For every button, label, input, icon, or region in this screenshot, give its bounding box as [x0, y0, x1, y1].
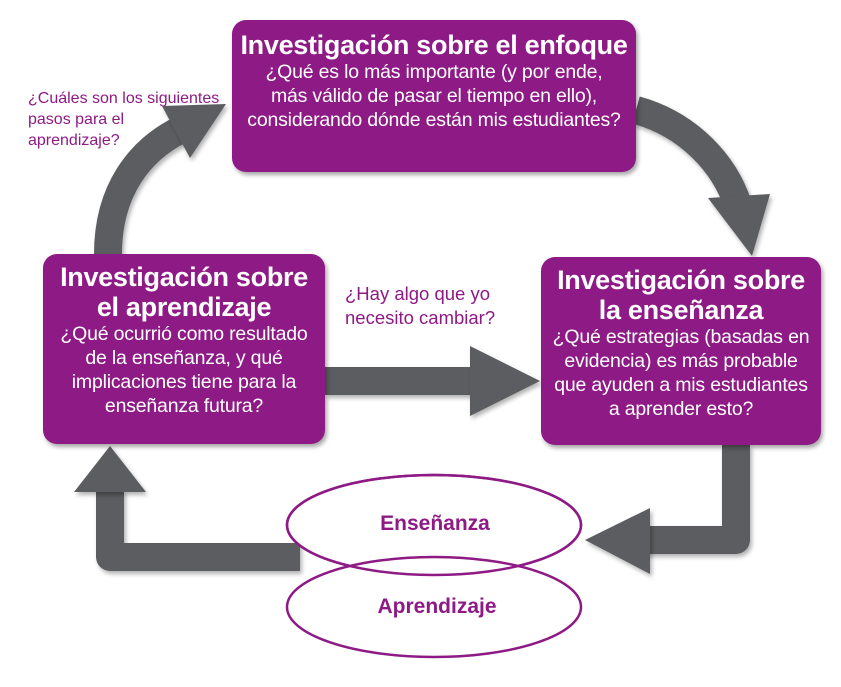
learning-title: el aprendizaje	[96, 292, 272, 322]
focus-line: más válido de pasar el tiempo en ello),	[270, 85, 598, 107]
arrowhead-focus	[162, 104, 226, 158]
aprendizaje-label: Aprendizaje	[377, 595, 497, 618]
teaching-line: ¿Qué estrategias (basadas en	[552, 326, 810, 348]
learning-line: de la enseñanza, y qué	[85, 347, 283, 369]
learning-line: ¿Qué ocurrió como resultado	[60, 323, 308, 345]
teaching-line: a aprender esto?	[608, 398, 754, 420]
teaching-title: Investigación sobre	[557, 265, 805, 295]
teaching-line: evidencia) es más probable	[564, 350, 798, 372]
teaching-title: la enseñanza	[598, 295, 764, 325]
change-note: ¿Hay algo que yo necesito cambiar?	[345, 282, 525, 330]
next-steps-line: aprendizaje?	[28, 132, 120, 149]
arrowhead-teaching-middle	[470, 346, 540, 416]
teaching-line: que ayuden a mis estudiantes	[554, 374, 808, 396]
focus-title: Investigación sobre el enfoque	[240, 30, 628, 60]
arrow-ellipses-to-learning	[96, 490, 300, 571]
change-line: necesito cambiar?	[345, 307, 496, 328]
focus-inquiry-box: Investigación sobre el enfoque ¿Qué es l…	[232, 20, 636, 172]
learning-line: implicaciones tiene para la	[71, 371, 297, 393]
learning-inquiry-box: Investigación sobre el aprendizaje ¿Qué …	[43, 254, 325, 444]
arrow-focus-to-teaching	[631, 96, 752, 210]
teaching-inquiry-box: Investigación sobre la enseñanza ¿Qué es…	[541, 257, 821, 445]
arrowhead-ellipses	[585, 508, 650, 574]
ensenanza-label: Enseñanza	[380, 512, 490, 535]
learning-line: enseñanza futura?	[104, 395, 264, 417]
ellipse-ensenanza-outline	[285, 473, 583, 577]
arrow-learning-to-focus	[94, 117, 187, 255]
focus-line: ¿Qué es lo más importante (y por ende,	[265, 61, 603, 83]
next-steps-note: ¿Cuáles son los siguientes pasos para el…	[28, 88, 238, 151]
arrow-teaching-to-ellipses	[640, 445, 750, 554]
next-steps-line: ¿Cuáles son los siguientes	[28, 90, 220, 107]
change-line: ¿Hay algo que yo	[345, 283, 491, 304]
learning-title: Investigación sobre	[60, 262, 308, 292]
focus-line: considerando dónde están mis estudiantes…	[247, 109, 621, 131]
arrowhead-learning	[74, 446, 146, 492]
ellipse-aprendizaje	[285, 555, 583, 659]
next-steps-line: pasos para el	[28, 111, 125, 128]
arrowhead-teaching	[708, 194, 770, 256]
